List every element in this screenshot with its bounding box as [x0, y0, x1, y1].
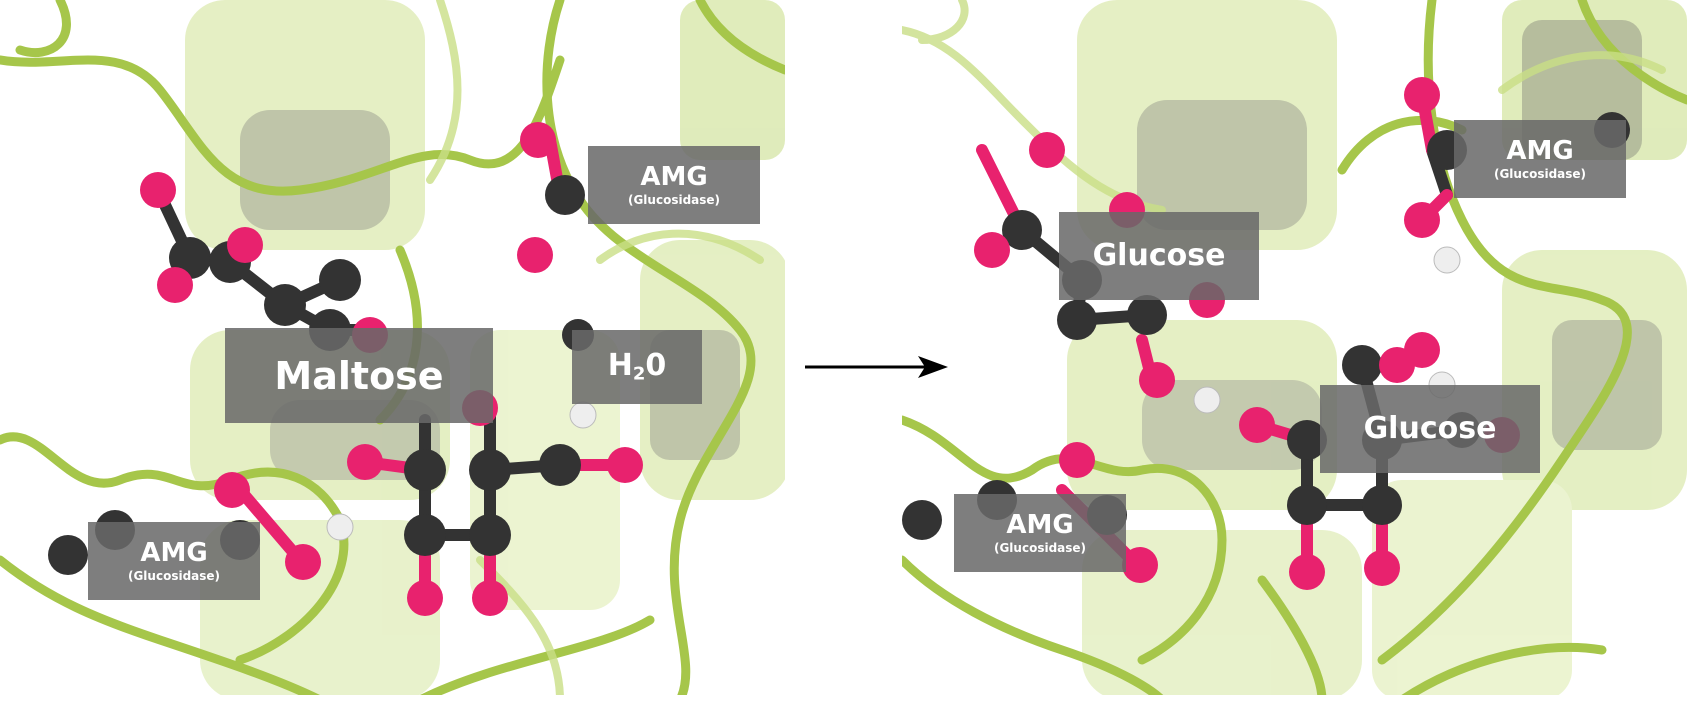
maltose-bound-panel: Maltose H20 AMG (Glucosidase) AMG (Gluco…	[0, 0, 785, 695]
water-label-end: 0	[645, 347, 667, 383]
glucose-label-middle: Glucose	[1320, 385, 1540, 473]
maltose-label-text: Maltose	[274, 353, 444, 398]
amg-label-top-name: AMG	[640, 161, 708, 192]
glucose-products-panel: Glucose Glucose AMG (Glucosidase) AMG (G…	[902, 0, 1687, 695]
amg-label-top-right: AMG (Glucosidase)	[1454, 120, 1626, 198]
water-label: H20	[572, 330, 702, 404]
amg-label-bottom: AMG (Glucosidase)	[88, 522, 260, 600]
amg-label-bottom-right-name: AMG	[1006, 509, 1074, 540]
glucose-label-top: Glucose	[1059, 212, 1259, 300]
amg-label-top-right-name: AMG	[1506, 135, 1574, 166]
glucose-label-middle-text: Glucose	[1363, 411, 1497, 446]
reaction-arrow-icon	[805, 356, 948, 378]
amg-label-bottom-right-detail: (Glucosidase)	[993, 540, 1087, 555]
amg-label-top-right-detail: (Glucosidase)	[1493, 166, 1587, 181]
amg-label-top: AMG (Glucosidase)	[588, 146, 760, 224]
glucose-and-enzyme-atoms	[902, 77, 1630, 590]
amg-label-bottom-name: AMG	[140, 537, 208, 568]
maltose-label: Maltose	[225, 328, 493, 423]
glucose-label-top-text: Glucose	[1092, 238, 1226, 273]
amg-label-bottom-detail: (Glucosidase)	[127, 568, 221, 583]
water-label-text: H20	[607, 347, 667, 385]
water-label-subscript: 2	[632, 363, 646, 385]
amg-label-bottom-right: AMG (Glucosidase)	[954, 494, 1126, 572]
protein-loops-pale-right	[902, 0, 1666, 214]
protein-structure-render-right	[902, 0, 1687, 695]
water-label-h: H	[607, 347, 633, 383]
amg-label-top-detail: (Glucosidase)	[627, 192, 721, 207]
